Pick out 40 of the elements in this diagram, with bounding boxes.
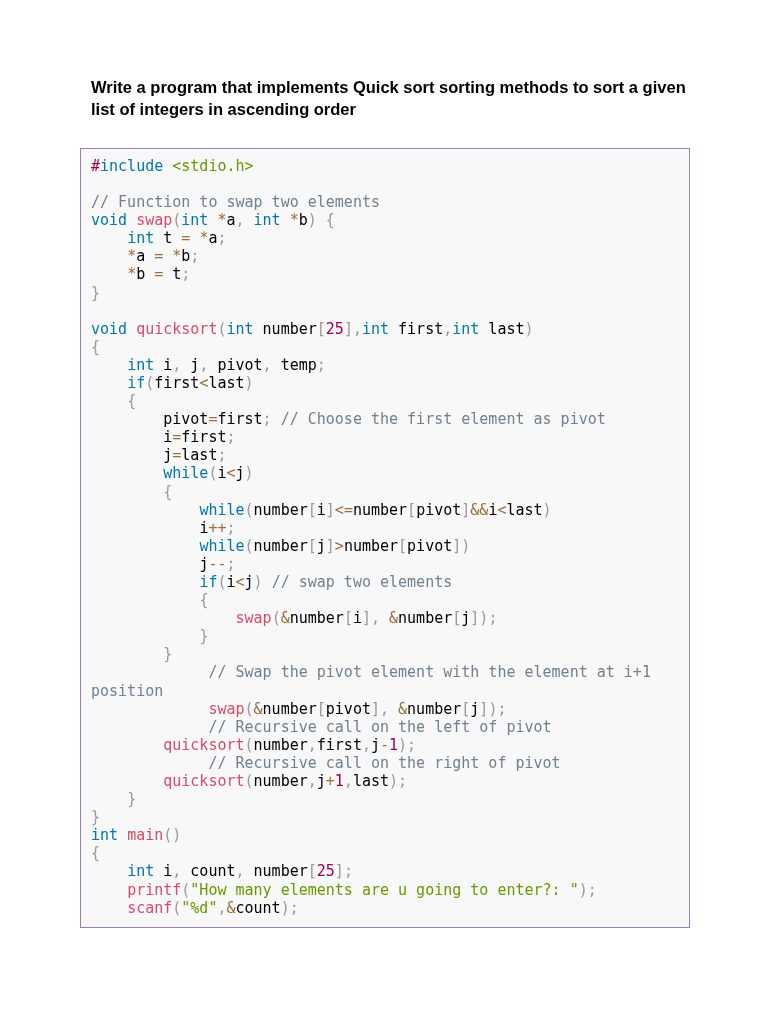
code-line: pivot=first; // Choose the first element as pivot [162,410,607,429]
code-line: } [198,627,210,646]
code-line: } [91,808,102,827]
code-line: } [91,283,102,302]
heading: Write a program that implements Quick sort sorting methods to sort a given list of integers in ascending order [91,77,687,120]
code-line: int i, count, number[25]; [126,862,354,881]
code-line: *a = *b; [126,247,201,266]
code-line: j=last; [162,446,228,465]
code-comment: // Function to swap two elements [91,193,381,212]
code-line: if(i<j) // swap two elements [198,572,454,592]
code-line: if(first<last) [126,373,255,393]
code-line: while(number[j]>number[pivot]) [198,536,472,555]
code-line: { [91,337,102,356]
code-comment: // Recursive call on the left of pivot [207,717,553,736]
code-line: scanf("%d",&count); [126,898,300,917]
code-comment: // Recursive call on the right of pivot [207,753,562,772]
code-line: void swap(int *a, int *b) { [91,211,336,230]
code-line: void quicksort(int number[25],int first,int last) [91,319,535,338]
code-line: i=first; [162,428,237,447]
code-line: { [126,392,138,411]
code-line: j--; [198,554,237,573]
code-line: } [126,790,138,809]
code-line: int i, j, pivot, temp; [126,355,327,374]
code-line: { [91,844,102,863]
code-line: int t = *a; [126,229,228,248]
code-line: int main() [91,826,183,845]
code-line: i++; [198,518,237,537]
code-line: quicksort(number,first,j-1); [162,735,418,754]
code-line: swap(&number[pivot], &number[j]); [207,699,508,718]
code-line: while(number[i]<=number[pivot]&&i<last) [198,500,553,519]
code-line: quicksort(number,j+1,last); [162,772,409,791]
code-line: while(i<j) [162,464,255,483]
code-line: printf("How many elements are u going to enter?: "); [126,880,598,899]
code-line: #include <stdio.h> [91,157,255,176]
code-comment: // Swap the pivot element with the element at i+1 position [91,663,652,700]
code-line: } [162,645,174,664]
code-line: swap(&number[i], &number[j]); [234,609,499,628]
code-line: { [162,482,174,501]
code-line: { [198,591,210,610]
code-line: *b = t; [126,265,192,284]
